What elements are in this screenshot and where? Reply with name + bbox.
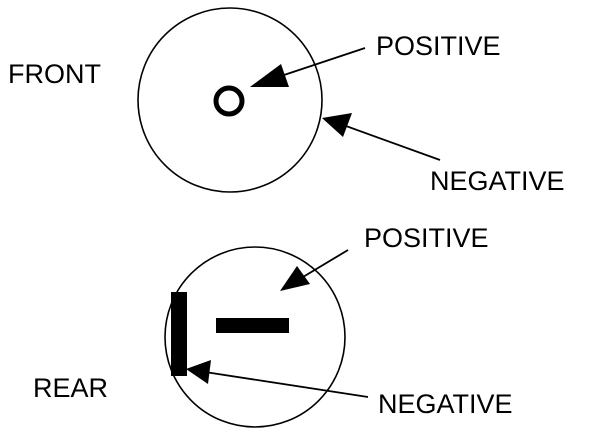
front-positive-arrow <box>250 47 366 87</box>
rear-negative-label: NEGATIVE <box>378 389 513 419</box>
front-view: FRONT POSITIVE NEGATIVE <box>8 7 565 196</box>
front-connector-outline <box>137 7 323 193</box>
rear-positive-arrow <box>280 249 349 291</box>
front-label: FRONT <box>8 59 101 89</box>
front-negative-label: NEGATIVE <box>430 166 565 196</box>
rear-connector-outline <box>164 246 346 428</box>
rear-view: REAR POSITIVE NEGATIVE <box>33 223 513 428</box>
rear-negative-arrow <box>186 360 369 398</box>
front-negative-arrow <box>322 113 441 161</box>
rear-positive-label: POSITIVE <box>364 223 489 253</box>
rear-positive-terminal <box>216 318 289 333</box>
front-positive-terminal <box>213 85 245 117</box>
rear-label: REAR <box>33 373 108 403</box>
rear-negative-terminal <box>171 292 187 376</box>
front-positive-label: POSITIVE <box>376 31 501 61</box>
